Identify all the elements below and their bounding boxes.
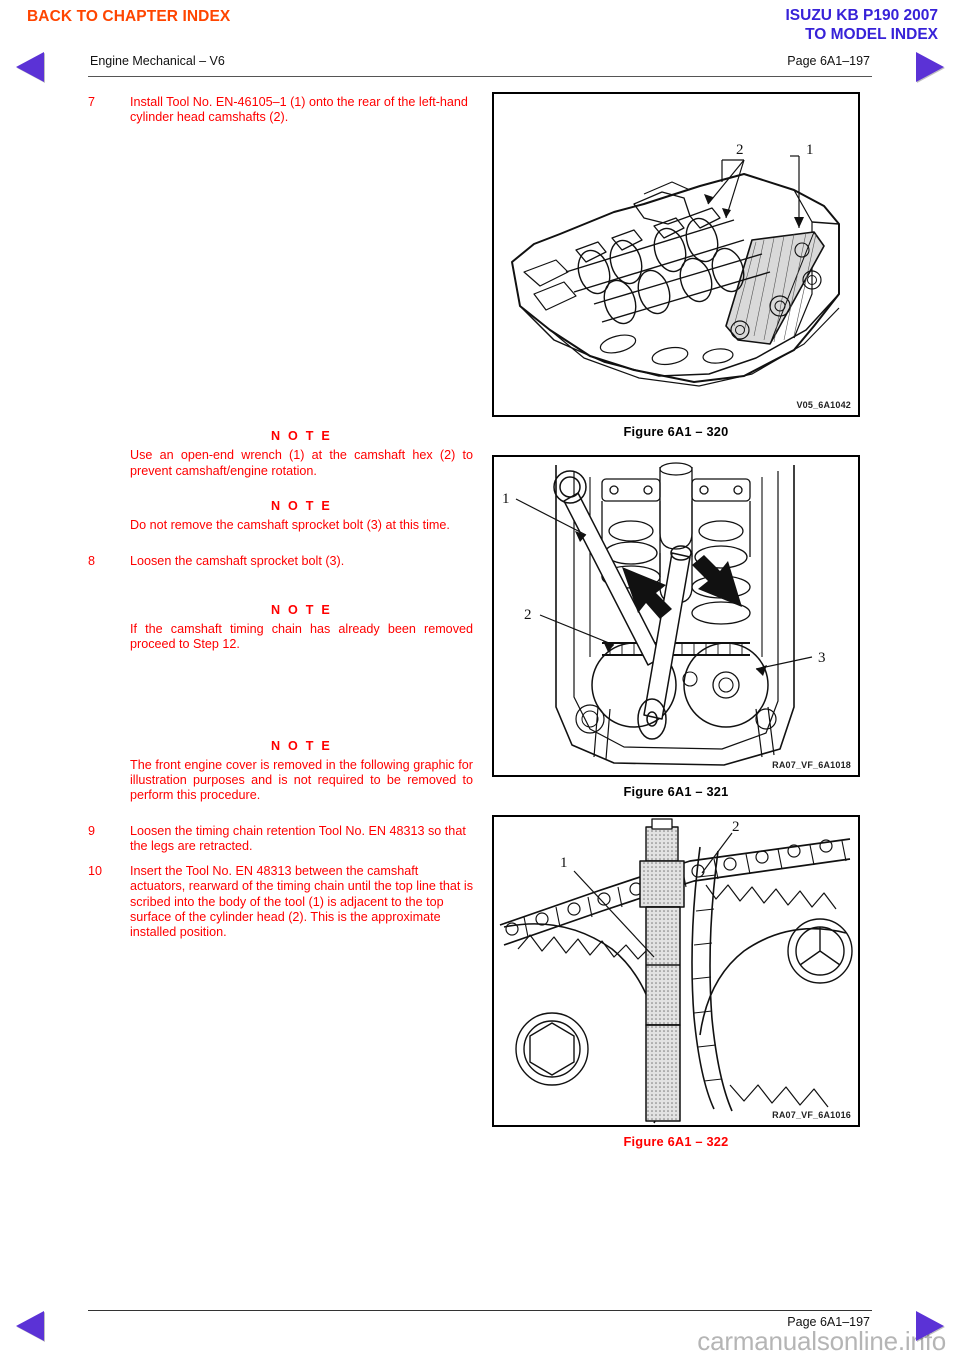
- spacer: [88, 804, 473, 824]
- step-number: 8: [88, 553, 96, 568]
- note-title: N O T E: [271, 429, 332, 444]
- note-body: The front engine cover is removed in the…: [130, 757, 473, 803]
- step-text: Loosen the camshaft sprocket bolt (3).: [130, 553, 345, 568]
- step-item-10: 10 Insert the Tool No. EN 48313 between …: [88, 864, 473, 940]
- step-text: Loosen the timing chain retention Tool N…: [130, 823, 466, 854]
- footer-page-number: Page 6A1–197: [787, 1315, 870, 1329]
- figure-column: 2 1 V05_6A1042 Figure 6A1 – 320: [492, 92, 860, 1153]
- note-title: N O T E: [271, 499, 332, 514]
- figure-image-box: 1 2 RA07_VF_6A1016: [492, 815, 860, 1127]
- svg-text:1: 1: [560, 855, 568, 871]
- section-title: Engine Mechanical – V6: [90, 54, 225, 68]
- spacer: [88, 573, 473, 603]
- spacer: [88, 653, 473, 739]
- step-item-8: 8 Loosen the camshaft sprocket bolt (3).: [88, 554, 473, 569]
- figure-6a1-321: 1 2 3 RA07_VF_6A1018 Figure 6A1 – 321: [492, 455, 860, 799]
- previous-page-arrow-icon-top[interactable]: [16, 52, 44, 82]
- figure-6a1-322: 1 2 RA07_VF_6A1016 Figure 6A1 – 322: [492, 815, 860, 1149]
- svg-text:2: 2: [524, 607, 532, 623]
- to-model-index-link[interactable]: TO MODEL INDEX: [805, 26, 938, 43]
- figure-caption: Figure 6A1 – 321: [623, 784, 729, 799]
- back-to-chapter-index-link[interactable]: BACK TO CHAPTER INDEX: [27, 8, 231, 25]
- footer-divider: [88, 1310, 872, 1311]
- site-watermark: carmanualsonline.info: [697, 1326, 946, 1356]
- next-page-arrow-icon-bottom[interactable]: [916, 1311, 944, 1341]
- camshaft-wrench-illustration: 1 2 3: [502, 462, 826, 766]
- note-title: N O T E: [271, 738, 332, 753]
- model-title: ISUZU KB P190 2007: [785, 7, 939, 24]
- step-number: 10: [88, 864, 103, 879]
- next-page-arrow-icon-top[interactable]: [916, 52, 944, 82]
- note-body: If the camshaft timing chain has already…: [130, 621, 473, 652]
- timing-chain-tool-illustration: 1 2: [499, 818, 853, 1124]
- note-block-2: N O T E Do not remove the camshaft sproc…: [88, 499, 473, 533]
- figure-caption: Figure 6A1 – 320: [623, 424, 729, 439]
- header-page-number: Page 6A1–197: [787, 54, 870, 68]
- note-body: Do not remove the camshaft sprocket bolt…: [130, 518, 450, 533]
- step-item-9: 9 Loosen the timing chain retention Tool…: [88, 824, 473, 854]
- svg-text:1: 1: [502, 491, 510, 507]
- cylinder-head-camshaft-illustration: 2 1: [511, 142, 840, 387]
- note-block-1: N O T E Use an open-end wrench (1) at th…: [88, 429, 473, 479]
- svg-text:3: 3: [818, 650, 826, 666]
- page-header: Engine Mechanical – V6 Page 6A1–197: [88, 52, 872, 77]
- note-block-4: N O T E The front engine cover is remove…: [88, 739, 473, 804]
- figure-6a1-320: 2 1 V05_6A1042 Figure 6A1 – 320: [492, 92, 860, 439]
- svg-text:2: 2: [736, 142, 744, 158]
- spacer: [492, 443, 860, 455]
- svg-text:1: 1: [806, 142, 814, 158]
- step-number: 9: [88, 823, 96, 838]
- figure-image-code: V05_6A1042: [796, 400, 851, 410]
- figure-image-box: 2 1 V05_6A1042: [492, 92, 860, 417]
- step-text: Insert the Tool No. EN 48313 between the…: [130, 864, 474, 940]
- previous-page-arrow-icon-bottom[interactable]: [16, 1311, 44, 1341]
- spacer: [88, 129, 473, 429]
- spacer: [88, 534, 473, 554]
- spacer: [492, 803, 860, 815]
- svg-text:2: 2: [732, 819, 740, 835]
- figure-image-code: RA07_VF_6A1018: [772, 760, 851, 770]
- spacer: [88, 479, 473, 499]
- step-number: 7: [88, 95, 96, 109]
- instruction-column: 7 Install Tool No. EN-46105–1 (1) onto t…: [88, 95, 473, 944]
- note-title: N O T E: [271, 602, 332, 617]
- figure-image-code: RA07_VF_6A1016: [772, 1110, 851, 1120]
- note-body: Use an open-end wrench (1) at the camsha…: [130, 448, 473, 478]
- model-index-link-group[interactable]: ISUZU KB P190 2007 TO MODEL INDEX: [786, 6, 939, 44]
- step-item-7: 7 Install Tool No. EN-46105–1 (1) onto t…: [88, 95, 473, 125]
- step-text: Install Tool No. EN-46105–1 (1) onto the…: [130, 95, 468, 125]
- figure-image-box: 1 2 3 RA07_VF_6A1018: [492, 455, 860, 777]
- note-block-3: N O T E If the camshaft timing chain has…: [88, 603, 473, 653]
- figure-caption: Figure 6A1 – 322: [623, 1134, 729, 1149]
